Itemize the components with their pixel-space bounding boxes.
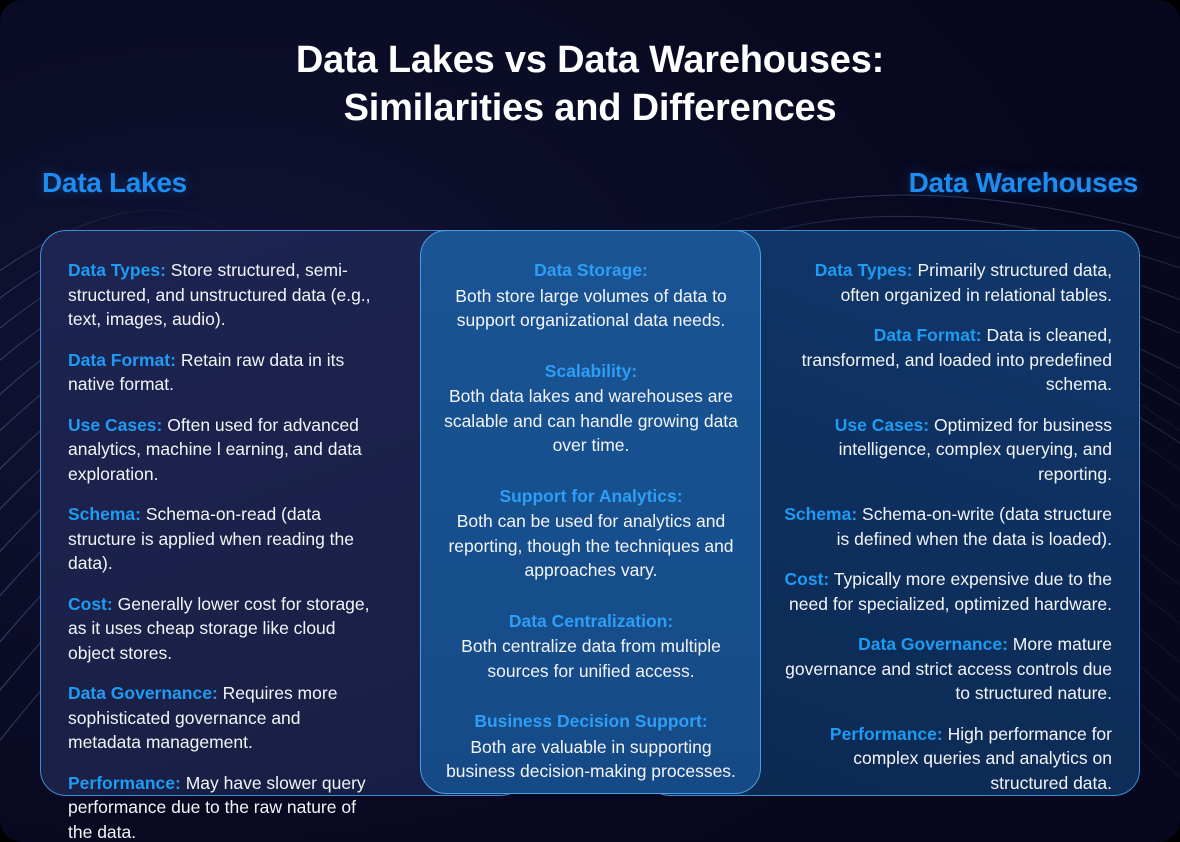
entry-label: Schema: (784, 504, 858, 524)
entry-item: Performance: High performance for comple… (782, 722, 1112, 796)
entry-item: Data Format: Data is cleaned, transforme… (782, 323, 1112, 397)
entry-description: Both are valuable in supporting business… (446, 736, 736, 782)
entry-body: Use Cases: Optimized for business intell… (782, 413, 1112, 487)
entry-item: Schema: Schema-on-write (data structure … (782, 502, 1112, 551)
entry-item: Support for Analytics: Both can be used f… (436, 484, 746, 583)
entry-body: Support for Analytics: Both can be used f… (436, 484, 746, 583)
entry-description: Both store large volumes of data to supp… (455, 285, 727, 331)
entry-body: Data Types: Primarily structured data, o… (782, 258, 1112, 307)
entry-body: Data Governance: Requires more sophistic… (68, 681, 378, 755)
card-similarities (420, 230, 761, 794)
entry-item: Use Cases: Often used for advanced analy… (68, 413, 378, 487)
entry-item: Scalability: Both data lakes and warehous… (436, 359, 746, 458)
entry-body: Use Cases: Often used for advanced analy… (68, 413, 378, 487)
entry-body: Data Storage: Both store large volumes of… (436, 258, 746, 333)
entry-label: Use Cases: (834, 414, 930, 435)
entry-description: Typically more expensive due to the need… (789, 569, 1112, 614)
entry-list-data-lakes: Data Types: Store structured, semi-struc… (68, 258, 378, 842)
entry-body: Data Centralization: Both centralize data… (436, 609, 746, 684)
title-line-1: Data Lakes vs Data Warehouses: (295, 39, 885, 81)
entry-label: Support for Analytics: (499, 485, 683, 506)
entry-item: Data Governance: More mature governance … (782, 632, 1112, 706)
entry-description: May have slower query performance due to… (68, 772, 366, 842)
entry-label: Data Format: (68, 349, 176, 370)
entry-description: Both can be used for analytics and repor… (448, 511, 734, 580)
entry-body: Performance: May have slower query perfo… (68, 771, 378, 842)
entry-body: Schema: Schema-on-write (data structure … (782, 502, 1112, 551)
entry-body: Scalability: Both data lakes and warehous… (436, 359, 746, 458)
entry-label: Data Format: (873, 325, 982, 345)
entry-item: Data Types: Primarily structured data, o… (782, 258, 1112, 307)
entry-label: Data Governance: (68, 683, 218, 703)
entry-label: Business Decision Support: (474, 711, 708, 731)
entry-item: Data Types: Store structured, semi-struc… (68, 258, 378, 332)
entry-label: Data Types: (814, 260, 913, 280)
entry-label: Cost: (784, 569, 830, 589)
entry-item: Data Centralization: Both centralize data… (436, 609, 746, 684)
entry-label: Data Types: (68, 260, 166, 280)
entry-label: Use Cases: (68, 414, 163, 435)
entry-body: Data Types: Store structured, semi-struc… (68, 258, 378, 332)
entry-body: Data Format: Data is cleaned, transforme… (782, 323, 1112, 397)
entry-item: Data Governance: Requires more sophistic… (68, 681, 378, 755)
entry-label: Data Centralization: (508, 610, 674, 631)
title-line-2: Similarities and Differences (343, 87, 837, 129)
entry-body: Schema: Schema-on-read (data structure i… (68, 502, 378, 576)
entry-label: Performance: (829, 723, 943, 744)
column-heading-data-warehouses: Data Warehouses (908, 167, 1139, 198)
entry-item: Performance: May have slower query perfo… (68, 771, 378, 842)
entry-list-similarities: Data Storage: Both store large volumes of… (436, 258, 746, 810)
entry-description: Both data lakes and warehouses are scala… (444, 386, 738, 455)
entry-list-data-warehouses: Data Types: Primarily structured data, o… (782, 258, 1112, 795)
entry-item: Use Cases: Optimized for business intell… (782, 413, 1112, 487)
entry-label: Data Storage: (534, 260, 648, 280)
entry-body: Data Governance: More mature governance … (782, 632, 1112, 706)
entry-body: Business Decision Support: Both are valua… (436, 709, 746, 784)
entry-label: Schema: (68, 504, 141, 524)
page-title: Data Lakes vs Data Warehouses: Similarit… (0, 36, 1180, 132)
entry-label: Cost: (68, 593, 113, 614)
entry-item: Data Storage: Both store large volumes of… (436, 258, 746, 333)
column-heading-data-lakes: Data Lakes (42, 167, 187, 198)
entry-item: Cost: Generally lower cost for storage, … (68, 592, 378, 666)
entry-description: Schema-on-write (data structure is defin… (836, 504, 1112, 549)
entry-label: Data Governance: (858, 634, 1008, 654)
entry-item: Cost: Typically more expensive due to th… (782, 567, 1112, 616)
entry-body: Cost: Typically more expensive due to th… (782, 567, 1112, 616)
entry-label: Scalability: (544, 360, 638, 381)
entry-label: Performance: (68, 772, 181, 793)
entry-description: Both centralize data from multiple sourc… (461, 636, 721, 681)
entry-item: Data Format: Retain raw data in its nati… (68, 348, 378, 397)
entry-item: Business Decision Support: Both are valua… (436, 709, 746, 784)
entry-body: Cost: Generally lower cost for storage, … (68, 592, 378, 666)
entry-body: Performance: High performance for comple… (782, 722, 1112, 796)
entry-body: Data Format: Retain raw data in its nati… (68, 348, 378, 397)
entry-item: Schema: Schema-on-read (data structure i… (68, 502, 378, 576)
